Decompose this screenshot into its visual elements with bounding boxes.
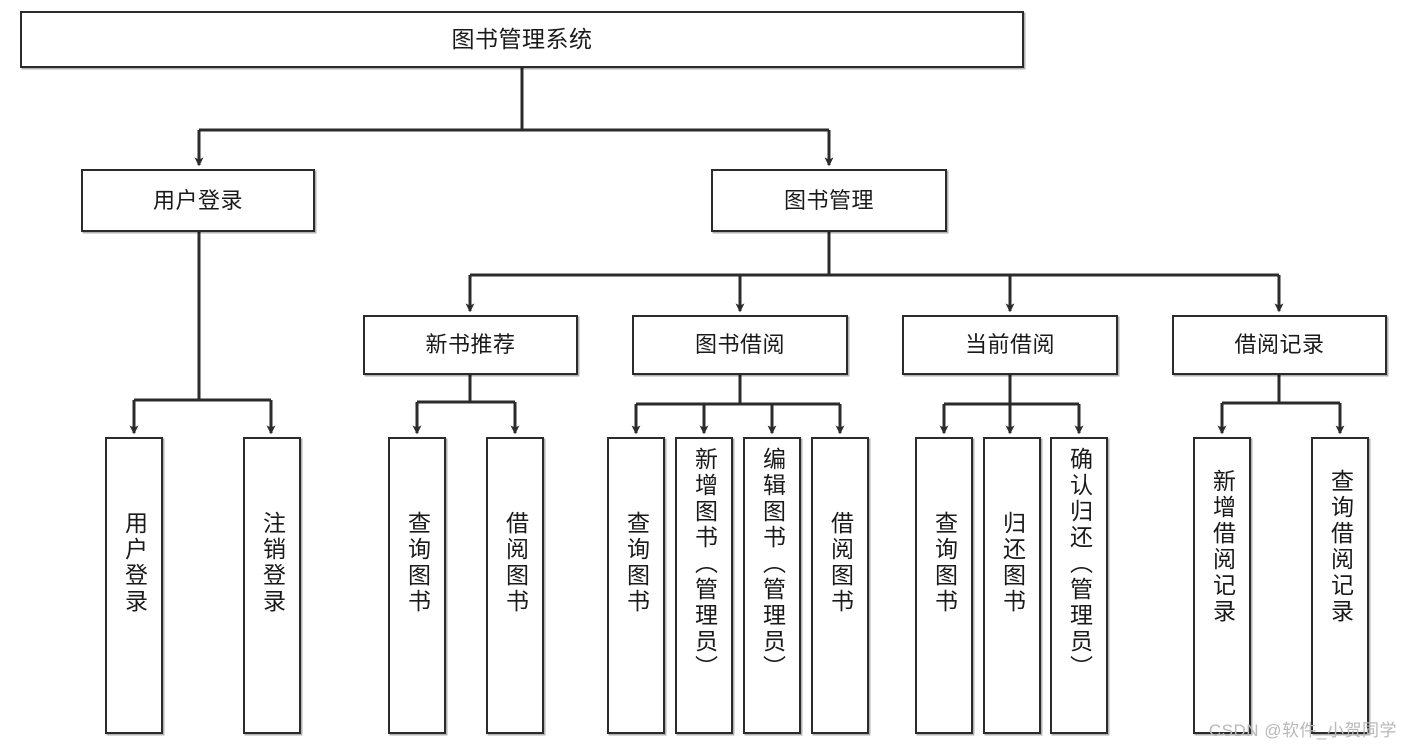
node-book-manage[interactable]: 图书管理 (711, 169, 947, 232)
node-label: 查询借阅记录 (1327, 469, 1354, 625)
node-label: 注销登录 (259, 511, 286, 615)
node-label: 借阅图书 (827, 511, 854, 615)
node-label: 用户登录 (152, 187, 243, 213)
node-leaf-add-borrow-record[interactable]: 新增借阅记录 (1193, 437, 1251, 734)
node-label: 归还图书 (999, 511, 1026, 615)
node-leaf-add-book[interactable]: 新增图书（管理员） (675, 437, 733, 734)
node-label: 编辑图书（管理员） (759, 447, 786, 681)
node-leaf-user-logout[interactable]: 注销登录 (243, 437, 301, 734)
node-leaf-confirm-return[interactable]: 确认归还（管理员） (1050, 437, 1108, 734)
node-leaf-borrow-book[interactable]: 借阅图书 (811, 437, 869, 734)
node-user-login[interactable]: 用户登录 (81, 169, 315, 232)
node-label: 图书管理系统 (451, 25, 593, 52)
node-book-borrow[interactable]: 图书借阅 (632, 315, 848, 375)
node-leaf-user-login[interactable]: 用户登录 (105, 437, 163, 734)
node-label: 新增借阅记录 (1209, 469, 1236, 625)
node-label: 确认归还（管理员） (1066, 447, 1093, 681)
node-leaf-query-book-borrow[interactable]: 查询图书 (607, 437, 665, 734)
node-label: 当前借阅 (964, 332, 1055, 358)
node-leaf-query-borrow-record[interactable]: 查询借阅记录 (1311, 437, 1369, 734)
node-new-book-recommend[interactable]: 新书推荐 (363, 315, 578, 375)
node-label: 新书推荐 (425, 332, 516, 358)
node-label: 借阅图书 (502, 511, 529, 615)
node-label: 图书借阅 (694, 332, 785, 358)
node-leaf-query-book-recommend[interactable]: 查询图书 (388, 437, 446, 734)
node-label: 图书管理 (783, 187, 874, 213)
node-label: 借阅记录 (1234, 332, 1325, 358)
csdn-watermark: CSDN @软件_小贺同学 (1208, 721, 1397, 740)
node-leaf-edit-book[interactable]: 编辑图书（管理员） (743, 437, 801, 734)
node-label: 新增图书（管理员） (691, 447, 718, 681)
node-current-borrow[interactable]: 当前借阅 (902, 315, 1118, 375)
node-label: 查询图书 (931, 511, 958, 615)
node-label: 查询图书 (623, 511, 650, 615)
node-label: 用户登录 (121, 511, 148, 615)
node-leaf-query-book-current[interactable]: 查询图书 (915, 437, 973, 734)
node-leaf-return-book[interactable]: 归还图书 (983, 437, 1041, 734)
node-borrow-record[interactable]: 借阅记录 (1172, 315, 1387, 375)
node-label: 查询图书 (404, 511, 431, 615)
node-leaf-borrow-book-recommend[interactable]: 借阅图书 (486, 437, 544, 734)
node-root-book-management-system[interactable]: 图书管理系统 (20, 11, 1024, 68)
